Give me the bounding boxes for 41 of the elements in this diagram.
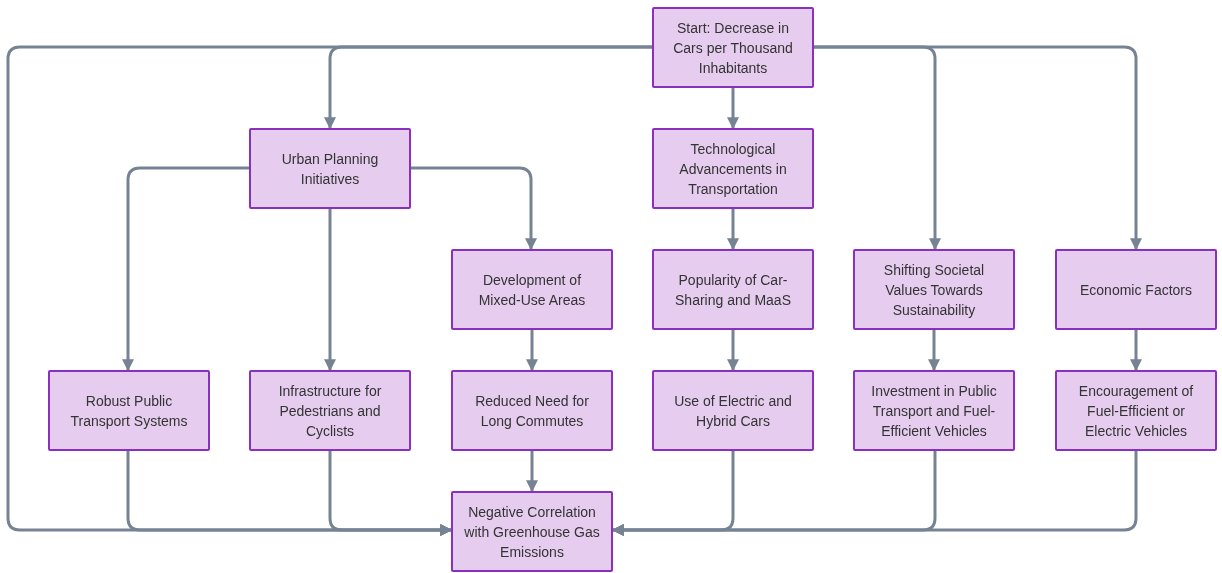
box-label: Technological Advancements in Transportation: [678, 139, 788, 199]
process-box: [652, 128, 814, 209]
box-label: Economic Factors: [1079, 280, 1192, 300]
arrow: [526, 451, 538, 493]
process-box: [249, 128, 411, 209]
process-box: [652, 7, 814, 88]
box-label: Shifting Societal Values Towards Sustainability: [882, 260, 986, 320]
box-label: Investment in Public Transport and Fuel-Efficient Vehicles: [870, 381, 998, 441]
arrow: [928, 330, 940, 372]
process-box: [853, 370, 1015, 451]
box-label: Encouragement of Fuel-Efficient or Electric Vehicles: [1077, 381, 1195, 441]
box-label: Robust Public Transport Systems: [69, 391, 189, 431]
process-box: [1055, 370, 1217, 451]
process-box: [451, 249, 613, 330]
box-label: Negative Correlation with Greenhouse Gas Emissions: [463, 502, 601, 562]
box-label: Reduced Need for Long Commutes: [474, 391, 590, 431]
arrow: [526, 330, 538, 372]
box-label: Popularity of Car-Sharing and MaaS: [674, 270, 792, 310]
arrow: [328, 451, 453, 536]
arrow: [1130, 330, 1142, 372]
process-box: [48, 370, 210, 451]
arrow: [324, 209, 336, 372]
process-box: [652, 370, 814, 451]
box-label: Urban Planning Initiatives: [280, 149, 380, 189]
process-box: [451, 491, 613, 572]
process-box: [451, 370, 613, 451]
arrow: [727, 88, 739, 130]
box-label: Use of Electric and Hybrid Cars: [673, 391, 793, 431]
box-label: Infrastructure for Pedestrians and Cyclists: [277, 381, 383, 441]
arrow: [814, 45, 1142, 251]
process-box: [249, 370, 411, 451]
process-box: [652, 249, 814, 330]
arrow: [727, 209, 739, 251]
arrow: [411, 166, 537, 251]
arrow: [122, 166, 249, 372]
process-box: [853, 249, 1015, 330]
arrow: [727, 330, 739, 372]
arrow: [611, 451, 1138, 536]
box-label: Start: Decrease in Cars per Thousand Inhabitants: [672, 18, 794, 78]
box-label: Development of Mixed-Use Areas: [477, 270, 587, 310]
process-box: [1055, 249, 1217, 330]
